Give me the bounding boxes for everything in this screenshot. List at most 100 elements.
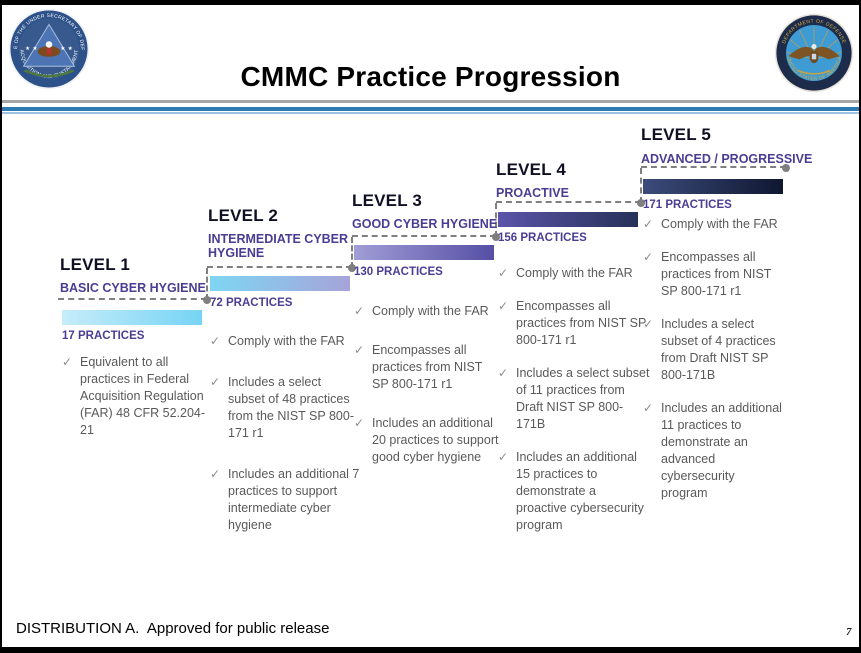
bullet-text: Includes a select subset of 4 practices … bbox=[661, 317, 776, 382]
level-2-bullets: ✓ Comply with the FAR ✓ Includes a selec… bbox=[210, 333, 360, 534]
level-4-practices-count: 156 PRACTICES bbox=[498, 232, 587, 244]
connector-dot bbox=[637, 199, 645, 207]
level-4-bar bbox=[498, 212, 638, 227]
bullet-text: Includes an additional 20 practices to s… bbox=[372, 416, 499, 464]
level-5-subtitle: ADVANCED / PROGRESSIVE bbox=[641, 152, 813, 166]
connector-dot bbox=[203, 296, 211, 304]
connector-dot bbox=[782, 164, 790, 172]
check-icon: ✓ bbox=[354, 304, 365, 318]
bullet-text: Encompasses all practices from NIST SP 8… bbox=[516, 299, 647, 347]
level-5-title: LEVEL 5 bbox=[641, 125, 712, 144]
level-2-title: LEVEL 2 bbox=[208, 206, 279, 225]
eagle-shield bbox=[46, 48, 52, 55]
check-icon: ✓ bbox=[643, 250, 654, 264]
bullet-item: ✓ Comply with the FAR bbox=[354, 303, 499, 320]
slide-border-top bbox=[0, 0, 861, 5]
check-icon: ✓ bbox=[354, 416, 365, 430]
check-icon: ✓ bbox=[62, 355, 73, 369]
level-4-bullets: ✓ Comply with the FAR ✓ Encompasses all … bbox=[498, 265, 650, 534]
connector-line-level-2 bbox=[207, 266, 352, 268]
wreath-base bbox=[797, 69, 831, 75]
connector-riser-level-2 bbox=[206, 268, 208, 300]
level-3-subtitle: GOOD CYBER HYGIENE bbox=[352, 217, 498, 231]
bullet-item: ✓ Comply with the FAR bbox=[643, 216, 783, 233]
bullet-text: Comply with the FAR bbox=[516, 266, 633, 280]
laurel-wreath bbox=[23, 69, 75, 78]
bullet-text: Encompasses all practices from NIST SP 8… bbox=[372, 343, 483, 391]
bullet-item: ✓ Includes a select subset of 11 practic… bbox=[498, 365, 650, 433]
check-icon: ✓ bbox=[354, 343, 365, 357]
bullet-text: Includes an additional 15 practices to d… bbox=[516, 450, 644, 532]
level-3-title: LEVEL 3 bbox=[352, 191, 423, 210]
bullet-text: Includes a select subset of 48 practices… bbox=[228, 375, 354, 440]
level-3-bullets: ✓ Comply with the FAR ✓ Encompasses all … bbox=[354, 303, 499, 466]
level-3-bar bbox=[354, 245, 494, 260]
level-2-subtitle: INTERMEDIATE CYBER HYGIENE bbox=[208, 232, 349, 260]
level-1-practices-count: 17 PRACTICES bbox=[62, 330, 145, 342]
level-1-bar bbox=[62, 310, 202, 325]
bullet-item: ✓ Encompasses all practices from NIST SP… bbox=[354, 342, 499, 393]
bullet-item: ✓ Comply with the FAR bbox=[210, 333, 360, 350]
eagle-head bbox=[45, 41, 53, 48]
connector-riser-level-3 bbox=[351, 237, 353, 268]
connector-riser-level-5 bbox=[640, 168, 642, 203]
check-icon: ✓ bbox=[210, 334, 221, 348]
header-divider-lightblue bbox=[0, 112, 861, 114]
connector-riser-level-4 bbox=[495, 203, 497, 237]
bullet-text: Includes an additional 11 practices to d… bbox=[661, 401, 782, 500]
slide-border-left bbox=[0, 0, 2, 653]
bullet-text: Comply with the FAR bbox=[661, 217, 778, 231]
connector-line-level-5 bbox=[641, 166, 786, 168]
slide-border-bottom bbox=[0, 647, 861, 653]
star-icon: ★ bbox=[68, 45, 73, 52]
star-icon: ★ bbox=[32, 45, 37, 52]
bullet-text: Equivalent to all practices in Federal A… bbox=[80, 355, 206, 437]
check-icon: ✓ bbox=[498, 450, 509, 464]
bullet-item: ✓ Encompasses all practices from NIST SP… bbox=[498, 298, 650, 349]
check-icon: ✓ bbox=[643, 317, 654, 331]
check-icon: ✓ bbox=[498, 266, 509, 280]
ousd-as-seal-logo: OFFICE OF THE UNDER SECRETARY OF DEFENSE… bbox=[8, 8, 90, 90]
level-2-practices-count: 72 PRACTICES bbox=[210, 297, 293, 309]
bullet-item: ✓ Includes an additional 20 practices to… bbox=[354, 415, 499, 466]
check-icon: ✓ bbox=[210, 467, 221, 481]
bullet-text: Comply with the FAR bbox=[372, 304, 489, 318]
bullet-item: ✓ Includes an additional 15 practices to… bbox=[498, 449, 650, 534]
slide-border-right bbox=[859, 0, 861, 653]
star-icon: ★ bbox=[25, 45, 30, 52]
bullet-item: ✓ Comply with the FAR bbox=[498, 265, 650, 282]
bullet-item: ✓ Includes a select subset of 48 practic… bbox=[210, 374, 360, 442]
connector-line-level-3 bbox=[352, 235, 496, 237]
distribution-statement: DISTRIBUTION A. Approved for public rele… bbox=[16, 620, 330, 637]
bullet-item: ✓ Includes an additional 11 practices to… bbox=[643, 400, 783, 502]
level-1-title: LEVEL 1 bbox=[60, 255, 131, 274]
header-divider-gray bbox=[0, 100, 861, 103]
check-icon: ✓ bbox=[643, 217, 654, 231]
header-divider-blue bbox=[0, 107, 861, 111]
level-4-subtitle: PROACTIVE bbox=[496, 186, 569, 200]
level-1-subtitle: BASIC CYBER HYGIENE bbox=[60, 281, 206, 295]
check-icon: ✓ bbox=[498, 299, 509, 313]
bullet-item: ✓ Includes an additional 7 practices to … bbox=[210, 466, 360, 534]
connector-dot bbox=[492, 233, 500, 241]
dod-seal-logo: DEPARTMENT OF DEFENSE UNITED STATES OF A… bbox=[774, 13, 854, 93]
level-1-bullets: ✓ Equivalent to all practices in Federal… bbox=[62, 354, 214, 439]
bullet-text: Includes an additional 7 practices to su… bbox=[228, 467, 360, 532]
check-icon: ✓ bbox=[210, 375, 221, 389]
bullet-item: ✓ Includes a select subset of 4 practice… bbox=[643, 316, 783, 384]
level-4-title: LEVEL 4 bbox=[496, 160, 567, 179]
connector-line-level-1 bbox=[58, 298, 207, 300]
bullet-item: ✓ Encompasses all practices from NIST SP… bbox=[643, 249, 783, 300]
star-icon: ★ bbox=[60, 45, 65, 52]
level-5-practices-count: 171 PRACTICES bbox=[643, 199, 732, 211]
level-3-practices-count: 130 PRACTICES bbox=[354, 266, 443, 278]
bullet-text: Includes a select subset of 11 practices… bbox=[516, 366, 650, 431]
bullet-text: Encompasses all practices from NIST SP 8… bbox=[661, 250, 772, 298]
level-5-bar bbox=[643, 179, 783, 194]
eagle-head bbox=[811, 44, 817, 50]
check-icon: ✓ bbox=[498, 366, 509, 380]
page-number: 7 bbox=[846, 626, 852, 638]
check-icon: ✓ bbox=[643, 401, 654, 415]
connector-dot bbox=[348, 264, 356, 272]
